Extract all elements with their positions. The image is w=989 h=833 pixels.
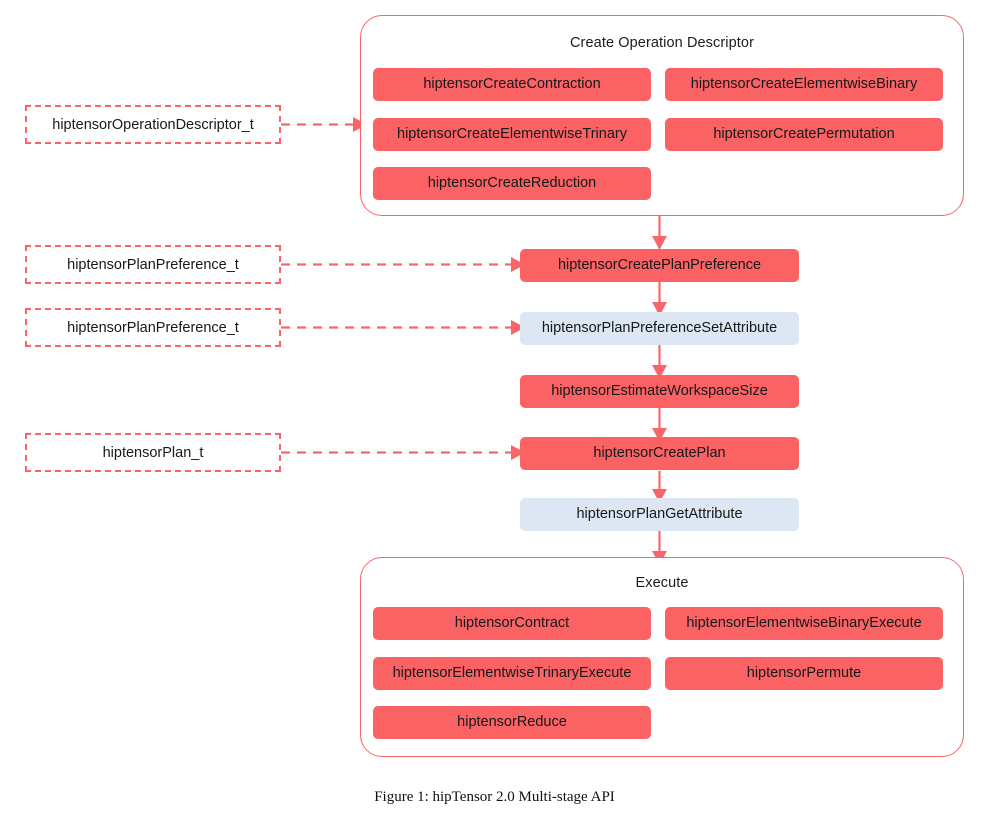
pill-hiptensor-plan-get-attribute[interactable]: hiptensorPlanGetAttribute	[520, 498, 799, 531]
pill-hiptensor-contract[interactable]: hiptensorContract	[373, 607, 651, 640]
type-box-hiptensor-plan-preference-t-setattribute[interactable]: hiptensorPlanPreference_t	[25, 308, 281, 347]
pill-hiptensor-elementwise-binary-execute[interactable]: hiptensorElementwiseBinaryExecute	[665, 607, 943, 640]
type-box-hiptensor-plan-preference-t-create[interactable]: hiptensorPlanPreference_t	[25, 245, 281, 284]
figure-caption: Figure 1: hipTensor 2.0 Multi-stage API	[374, 789, 615, 805]
pill-hiptensor-create-contraction[interactable]: hiptensorCreateContraction	[373, 68, 651, 101]
group-create-operation-descriptor	[360, 15, 964, 216]
type-box-hiptensor-plan-t[interactable]: hiptensorPlan_t	[25, 433, 281, 472]
group-title-create-operation-descriptor: Create Operation Descriptor	[569, 35, 755, 51]
group-title-execute: Execute	[635, 575, 689, 591]
pill-hiptensor-create-elementwise-trinary[interactable]: hiptensorCreateElementwiseTrinary	[373, 118, 651, 151]
pill-hiptensor-estimate-workspace-size[interactable]: hiptensorEstimateWorkspaceSize	[520, 375, 799, 408]
pill-hiptensor-elementwise-trinary-execute[interactable]: hiptensorElementwiseTrinaryExecute	[373, 657, 651, 690]
pill-hiptensor-permute[interactable]: hiptensorPermute	[665, 657, 943, 690]
pill-hiptensor-create-plan[interactable]: hiptensorCreatePlan	[520, 437, 799, 470]
pill-hiptensor-plan-preference-set-attribute[interactable]: hiptensorPlanPreferenceSetAttribute	[520, 312, 799, 345]
pill-hiptensor-create-elementwise-binary[interactable]: hiptensorCreateElementwiseBinary	[665, 68, 943, 101]
pill-hiptensor-create-permutation[interactable]: hiptensorCreatePermutation	[665, 118, 943, 151]
pill-hiptensor-reduce[interactable]: hiptensorReduce	[373, 706, 651, 739]
pill-hiptensor-create-reduction[interactable]: hiptensorCreateReduction	[373, 167, 651, 200]
type-box-hiptensor-operation-descriptor-t[interactable]: hiptensorOperationDescriptor_t	[25, 105, 281, 144]
pill-hiptensor-create-plan-preference[interactable]: hiptensorCreatePlanPreference	[520, 249, 799, 282]
